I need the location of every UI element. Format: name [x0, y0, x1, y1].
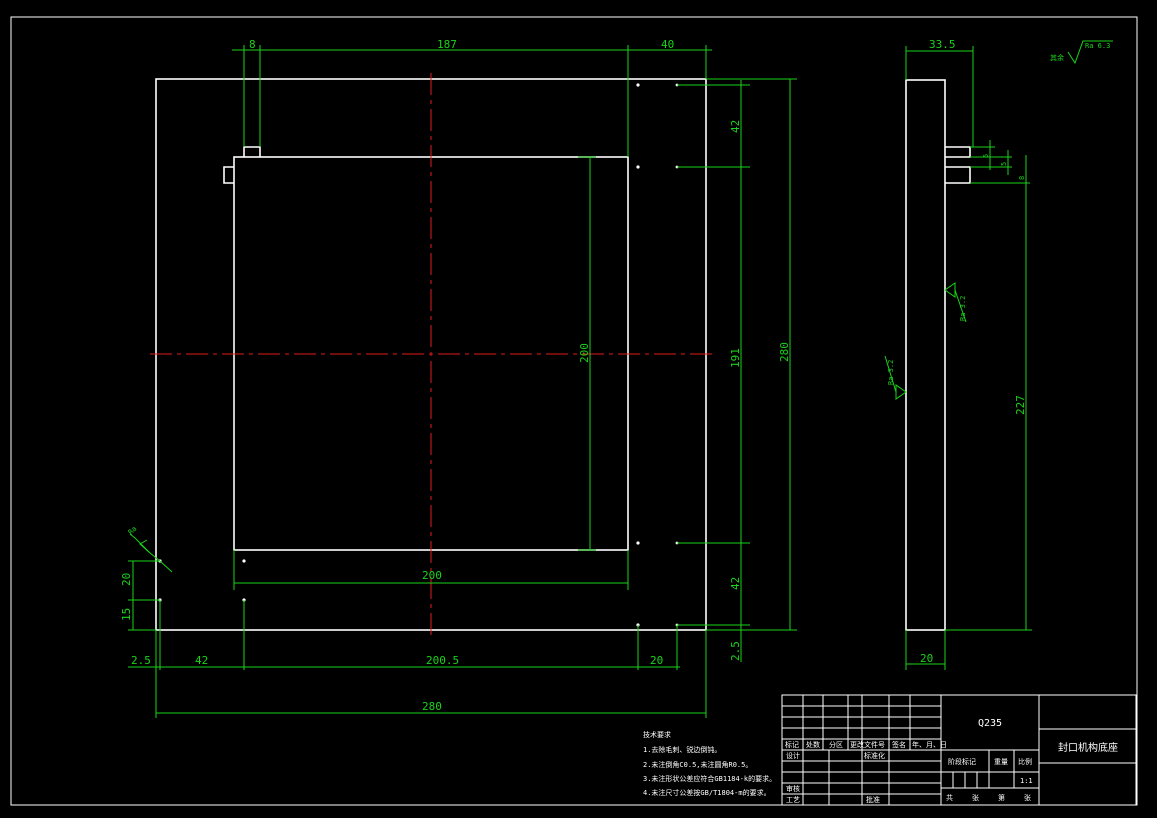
tb-date: 年、月、日 [912, 740, 947, 749]
drawing-border [10, 16, 1138, 806]
dim-227: 227 [1014, 395, 1027, 415]
dim-42-bottom: 42 [729, 577, 742, 590]
dim-280-bottom: 280 [422, 700, 442, 713]
tb-change-doc: 更改文件号 [850, 740, 885, 749]
dim-5a: 5 [982, 154, 990, 158]
tech-note-4: 4.未注尺寸公差按GB/T1804-m的要求。 [643, 788, 771, 797]
dim-5b: 5 [1000, 162, 1008, 166]
dim-20-left: 20 [120, 573, 133, 586]
side-plate [905, 79, 946, 631]
tb-scale-label: 比例 [1018, 757, 1032, 766]
side-tab-bottom [945, 166, 971, 184]
left-tab [223, 166, 234, 184]
dim-20-bottom: 20 [650, 654, 663, 667]
tb-sheet-no: 第 [998, 793, 1005, 802]
side-dimensions [884, 40, 1113, 670]
dim-191: 191 [729, 348, 742, 368]
tb-sheet-word: 张 [972, 793, 979, 802]
dim-187: 187 [437, 38, 457, 51]
dim-40: 40 [661, 38, 674, 51]
tech-note-2: 2.未注倒角C0.5,未注圆角R0.5。 [643, 760, 752, 769]
front-dim-texts: 8 187 40 42 191 280 200 200 42 2.5 20 15… [120, 38, 791, 713]
tech-notes-heading: 技术要求 [643, 730, 671, 739]
tb-count: 处数 [806, 740, 820, 749]
roughness-side-outer: Ra 3.2 [959, 296, 967, 321]
title-block-texts: 标记 处数 分区 更改文件号 签名 年、月、日 设计 标准化 审核 工艺 批准 … [785, 718, 1118, 804]
tb-zone: 分区 [829, 740, 843, 749]
dim-200-horizontal: 200 [422, 569, 442, 582]
tb-sheet-total: 共 [946, 793, 953, 802]
front-view [150, 73, 712, 636]
tech-note-3: 3.未注形状公差应符合GB1184-k的要求。 [643, 774, 776, 783]
tb-scale-value: 1:1 [1020, 777, 1033, 785]
tech-note-1: 1.去除毛刺、锐边倒钝。 [643, 745, 721, 754]
tech-notes: 技术要求 1.去除毛刺、锐边倒钝。 2.未注倒角C0.5,未注圆角R0.5。 3… [643, 730, 776, 797]
tb-signature: 签名 [892, 740, 906, 749]
top-tab [243, 146, 261, 157]
dim-2-5-right: 2.5 [729, 641, 742, 661]
dim-200-5: 200.5 [426, 654, 459, 667]
tb-stage-mark: 阶段标记 [948, 757, 976, 766]
dim-8: 8 [249, 38, 256, 51]
dim-33-5: 33.5 [929, 38, 956, 51]
roughness-general-label: 其余 [1050, 53, 1064, 62]
roughness-general-value: Ra 6.3 [1085, 42, 1110, 50]
drawing-title: 封口机构底座 [1058, 741, 1118, 754]
dim-280-right: 280 [778, 342, 791, 362]
tb-review: 审核 [786, 784, 800, 793]
dim-20-side: 20 [920, 652, 933, 665]
tb-design: 设计 [786, 751, 800, 760]
tb-mark: 标记 [785, 740, 799, 749]
side-view [905, 79, 971, 631]
dim-8-side: 8 [1018, 176, 1026, 180]
roughness-side-inner: Ra 3.2 [887, 360, 895, 385]
dim-15-left: 15 [120, 608, 133, 621]
tb-process: 工艺 [786, 796, 800, 804]
tb-approve: 批准 [866, 795, 880, 804]
title-block [781, 694, 1137, 806]
dim-42-top: 42 [729, 120, 742, 133]
front-dimensions [128, 45, 797, 718]
tb-weight: 重量 [994, 758, 1008, 766]
tb-sheet-word2: 张 [1024, 793, 1031, 802]
tb-standardize: 标准化 [864, 751, 885, 760]
dim-200-vertical: 200 [578, 343, 591, 363]
dim-2-5-bottom: 2.5 [131, 654, 151, 667]
roughness-left-label: Ra [127, 525, 139, 537]
side-dim-texts: 33.5 5 5 8 227 20 Ra 3.2 Ra 3.2 其余 Ra 6.… [887, 38, 1110, 665]
side-tab-top [945, 146, 971, 158]
material-label: Q235 [978, 718, 1002, 729]
dim-42-bottom-left: 42 [195, 654, 208, 667]
